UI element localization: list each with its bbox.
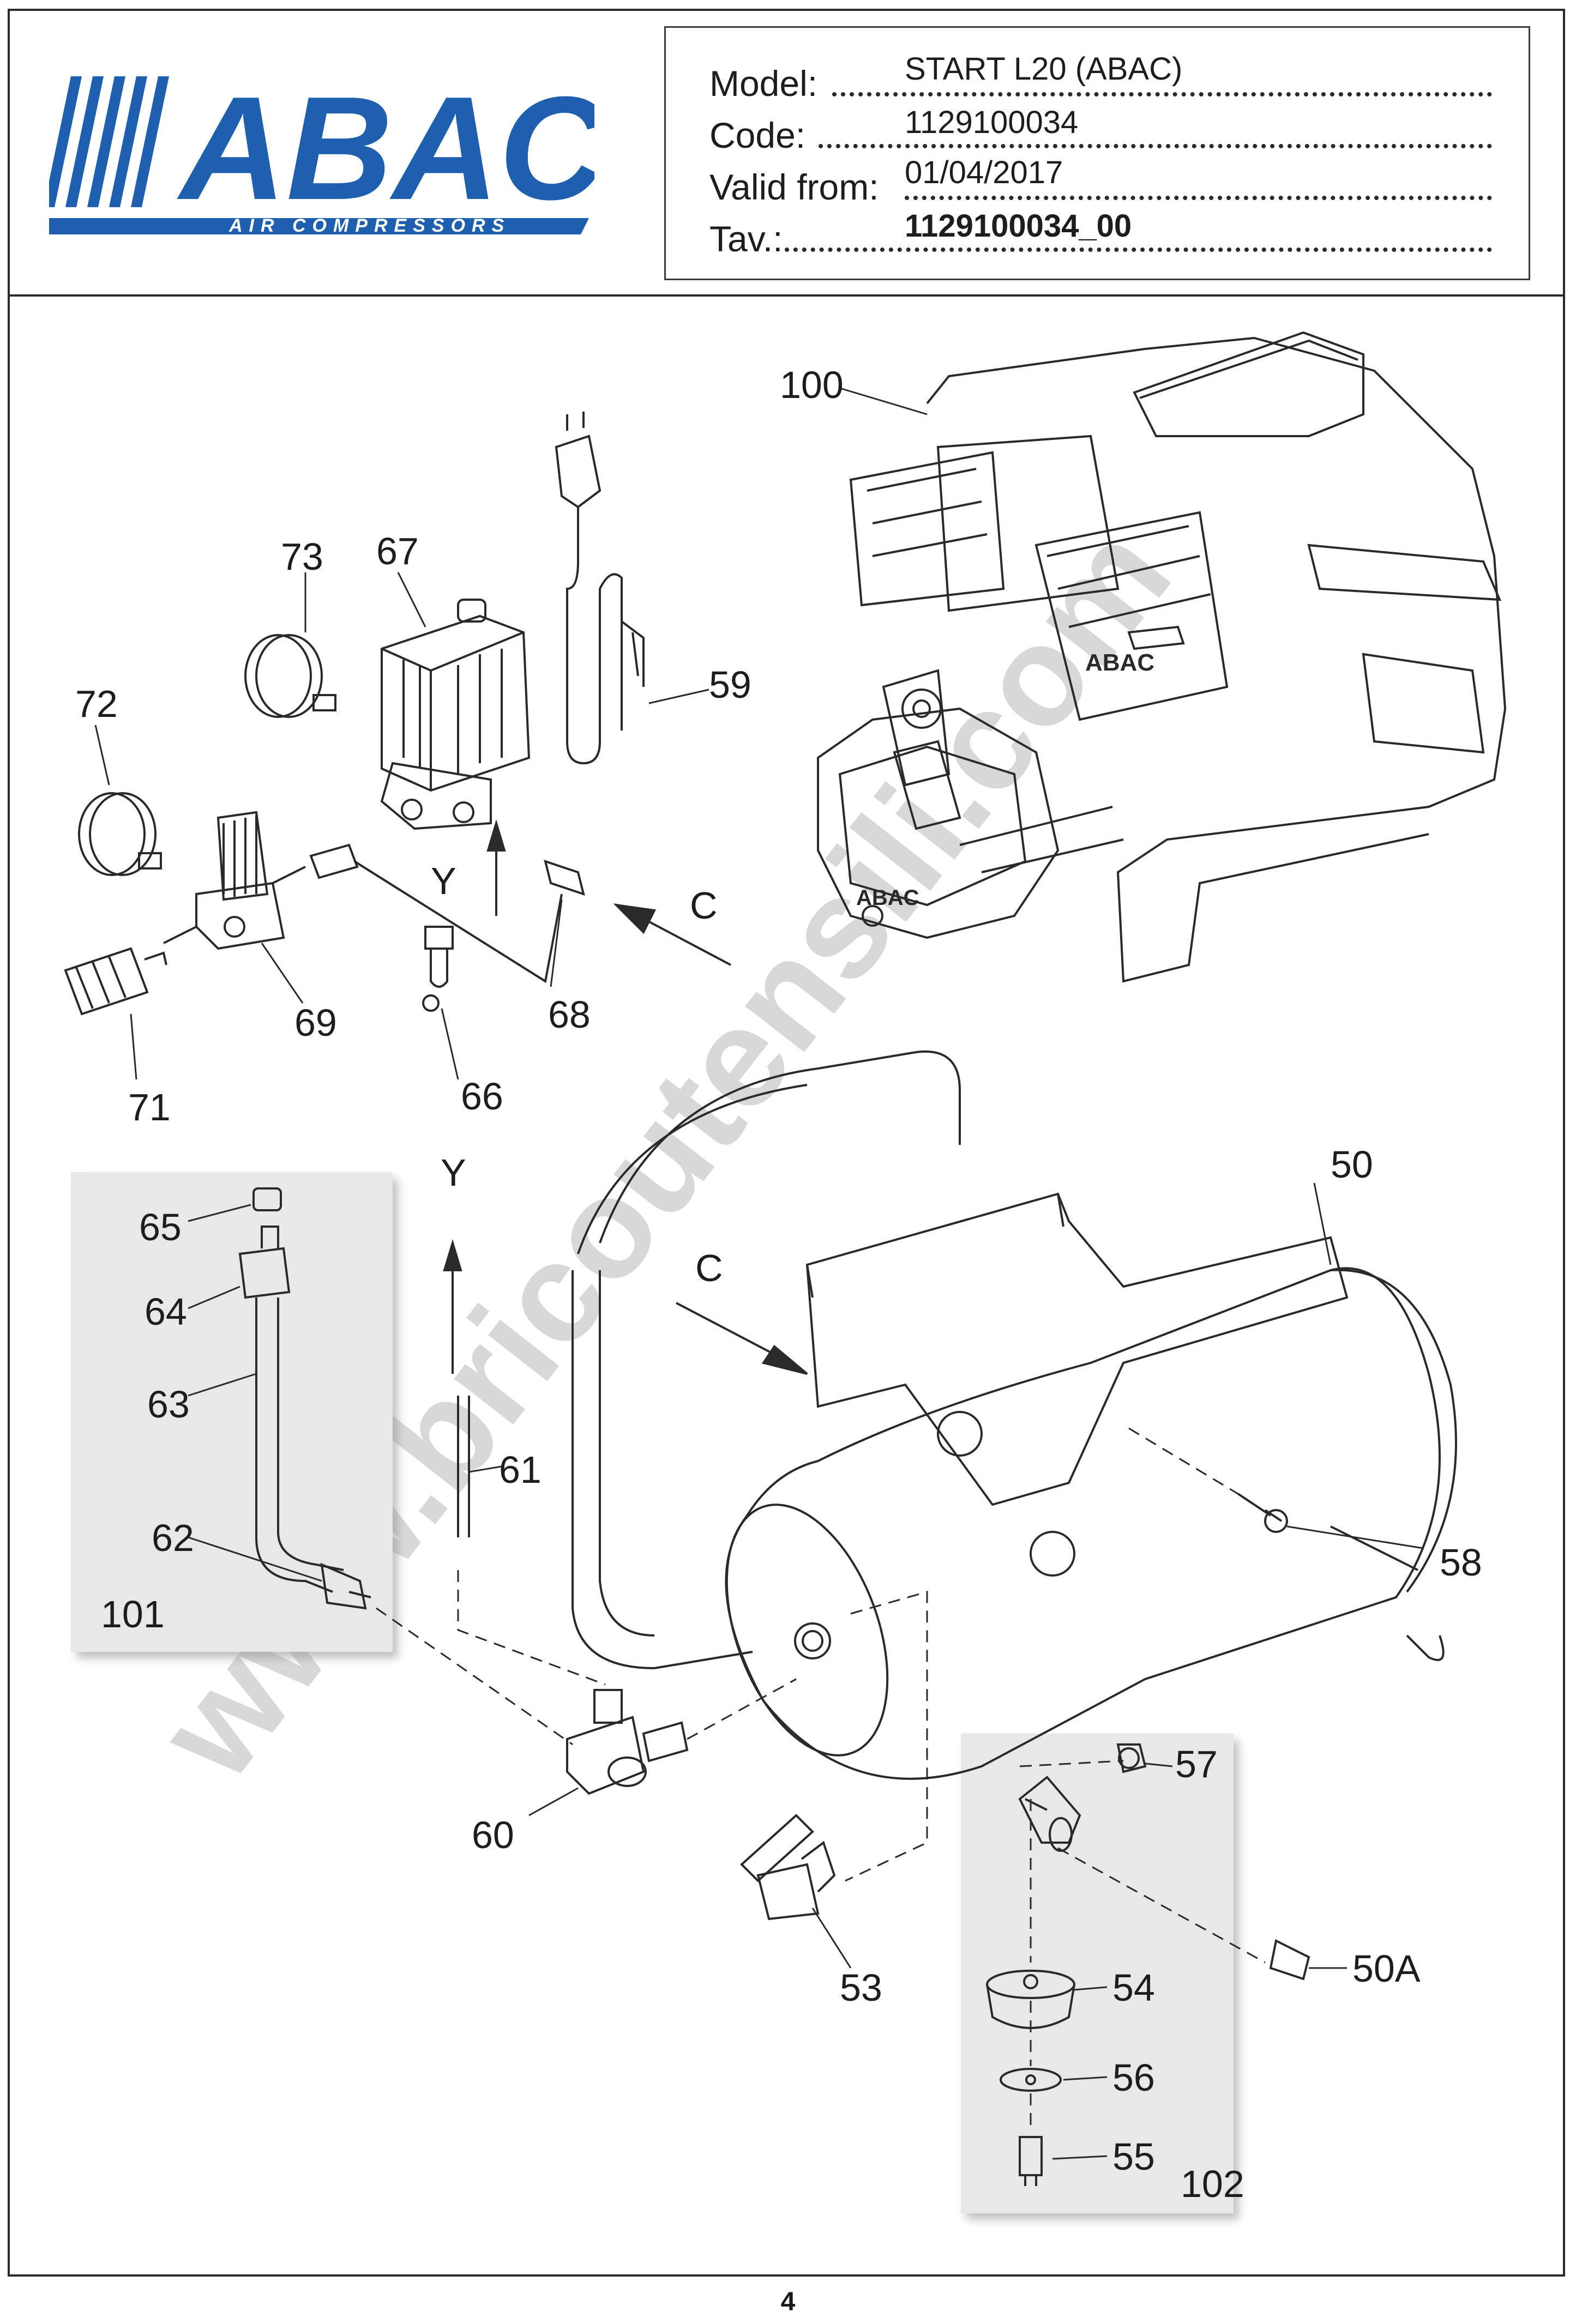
callout-69: 69 xyxy=(294,1001,337,1044)
power-cable-part xyxy=(555,412,645,765)
callout-61: 61 xyxy=(499,1448,542,1491)
code-dots xyxy=(819,144,1492,148)
model-row: Model: xyxy=(709,55,817,104)
callout-56: 56 xyxy=(1112,2056,1155,2099)
valid-dots xyxy=(905,196,1492,200)
callout-y-bottom: Y xyxy=(441,1151,466,1194)
compressor-cover-assembly: ABAC ABAC xyxy=(817,331,1507,983)
callout-64: 64 xyxy=(145,1290,187,1333)
callout-60: 60 xyxy=(472,1814,514,1856)
explode-lines xyxy=(376,1427,1266,2132)
nipple-68-b xyxy=(544,859,585,896)
callout-68: 68 xyxy=(548,993,591,1036)
arrow-head-c-top xyxy=(613,903,657,934)
arrow-head-c-bottom xyxy=(761,1345,808,1375)
callout-71: 71 xyxy=(128,1086,171,1128)
screw-58 xyxy=(1237,1493,1288,1533)
model-dots xyxy=(832,92,1492,96)
arrow-head-y-bottom xyxy=(443,1239,462,1271)
callout-y-top: Y xyxy=(431,860,456,902)
pressure-gauge-72 xyxy=(78,792,162,876)
callout-59: 59 xyxy=(709,663,751,706)
logo-wordmark: ABAC xyxy=(176,71,594,231)
air-tank-part xyxy=(572,1050,1457,1780)
callout-50a: 50A xyxy=(1352,1947,1421,1990)
tav-label: Tav.: xyxy=(709,219,783,259)
valid-label: Valid from: xyxy=(709,167,879,207)
callout-62: 62 xyxy=(152,1517,194,1559)
callout-55: 55 xyxy=(1112,2135,1155,2178)
callout-54: 54 xyxy=(1112,1966,1155,2009)
svg-text:ABAC: ABAC xyxy=(1085,649,1154,676)
abac-logo: ABAC AIR COMPRESSORS xyxy=(41,67,607,245)
callout-72: 72 xyxy=(75,683,118,725)
callout-73: 73 xyxy=(281,535,323,578)
tav-dots xyxy=(785,248,1492,252)
tav-row: Tav.: xyxy=(709,210,783,259)
rod-part xyxy=(457,1396,470,1537)
callout-50: 50 xyxy=(1331,1143,1373,1186)
header-separator xyxy=(8,294,1565,297)
quick-coupling-part xyxy=(64,947,167,1016)
inset-panel-101 xyxy=(71,1172,393,1652)
callout-c-top: C xyxy=(690,884,718,927)
callout-67: 67 xyxy=(376,530,419,572)
drain-valve-part xyxy=(740,1814,836,1921)
logo-tagline: AIR COMPRESSORS xyxy=(228,215,510,236)
callout-101: 101 xyxy=(101,1593,165,1635)
safety-valve-part xyxy=(422,926,454,1012)
callout-c-bottom: C xyxy=(695,1247,723,1289)
callout-100: 100 xyxy=(780,364,844,406)
pressure-switch-part xyxy=(380,599,531,830)
model-label: Model: xyxy=(709,63,818,104)
pipe-assembly-101 xyxy=(238,1187,371,1610)
pressure-regulator-part xyxy=(195,811,285,950)
valid-value: 01/04/2017 xyxy=(905,155,1063,190)
tee-fitting-part xyxy=(566,1689,689,1795)
nipple-68-a xyxy=(309,843,359,879)
code-value: 1129100034 xyxy=(905,105,1079,140)
callout-57: 57 xyxy=(1175,1743,1218,1785)
tav-value: 1129100034_00 xyxy=(905,208,1132,244)
callout-53: 53 xyxy=(840,1966,882,2009)
code-row: Code: xyxy=(709,107,805,156)
arrow-line-c-top xyxy=(637,915,731,966)
callout-58: 58 xyxy=(1440,1541,1482,1584)
page-number: 4 xyxy=(780,2287,796,2316)
pressure-gauge-73 xyxy=(244,634,336,718)
model-info-box: Model: START L20 (ABAC) Code: 1129100034… xyxy=(664,26,1530,280)
callout-66: 66 xyxy=(461,1075,503,1118)
callout-65: 65 xyxy=(139,1206,182,1248)
model-value: START L20 (ABAC) xyxy=(905,51,1183,87)
callout-63: 63 xyxy=(147,1383,190,1426)
valid-row: Valid from: xyxy=(709,159,879,208)
leader-lines xyxy=(94,387,1424,2160)
arrow-head-y-top xyxy=(486,819,506,852)
code-label: Code: xyxy=(709,115,806,155)
page-frame xyxy=(8,9,1565,2277)
callout-102: 102 xyxy=(1181,2163,1244,2205)
svg-text:ABAC: ABAC xyxy=(856,886,919,910)
